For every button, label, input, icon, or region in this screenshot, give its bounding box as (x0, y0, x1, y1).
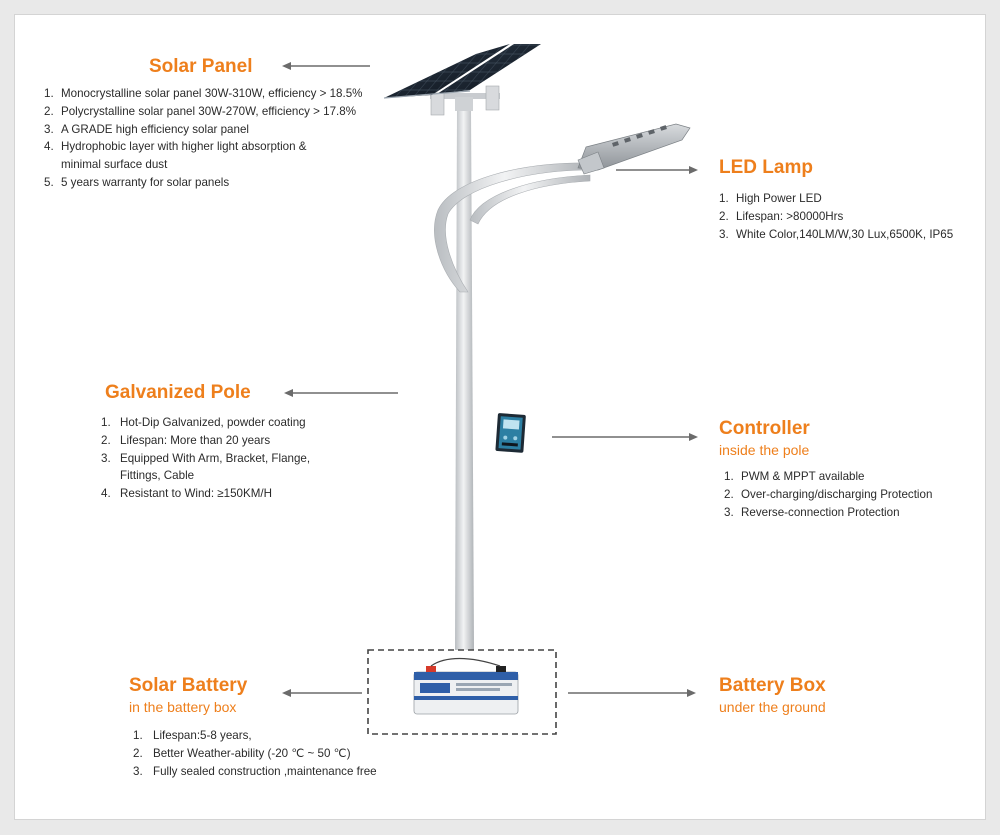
list-item: 3.Equipped With Arm, Bracket, Flange, (101, 451, 311, 465)
list-item: Fittings, Cable (120, 469, 195, 483)
battery-box-subtitle: under the ground (719, 699, 826, 715)
led-lamp-title: LED Lamp (719, 157, 813, 178)
list-item: 2.Better Weather-ability (-20 ℃ ~ 50 ℃) (133, 746, 351, 760)
list-item: 1.Lifespan:5-8 years, (133, 729, 252, 742)
list-item: 3.White Color,140LM/W,30 Lux,6500K, IP65 (719, 227, 954, 241)
list-item: 2.Lifespan: More than 20 years (101, 433, 271, 447)
list-item: 4.Resistant to Wind: ≥150KM/H (101, 487, 272, 501)
solar-panel-icon (383, 44, 541, 99)
galvanized-pole-features: 1.Hot-Dip Galvanized, powder coating 2.L… (101, 414, 310, 503)
list-item: 5.5 years warranty for solar panels (44, 175, 230, 189)
solar-battery-subtitle: in the battery box (129, 699, 237, 715)
solar-battery-features: 1.Lifespan:5-8 years, 2.Better Weather-a… (133, 727, 377, 780)
controller-subtitle: inside the pole (719, 442, 810, 458)
list-item: 4.Hydrophobic layer with higher light ab… (44, 140, 307, 154)
galvanized-pole-title: Galvanized Pole (105, 382, 251, 403)
solar-panel-title: Solar Panel (149, 56, 253, 77)
battery-box-outline (367, 649, 557, 735)
controller-title: Controller (719, 418, 810, 439)
list-item: 3.A GRADE high efficiency solar panel (44, 122, 249, 136)
solar-panel-features: 1.Monocrystalline solar panel 30W-310W, … (44, 85, 363, 192)
list-item: 1.PWM & MPPT available (724, 470, 865, 483)
list-item: 2.Lifespan: >80000Hrs (719, 209, 844, 223)
list-item: 1.Monocrystalline solar panel 30W-310W, … (44, 87, 363, 100)
battery-icon (413, 657, 519, 715)
list-item: 1.Hot-Dip Galvanized, powder coating (101, 416, 306, 429)
solar-battery-title: Solar Battery (129, 675, 248, 696)
arrow-to-led-lamp-label (616, 166, 698, 174)
arrow-to-galvanized-pole-label (284, 389, 398, 397)
arrow-to-battery-box-label (568, 689, 696, 697)
list-item: 1.High Power LED (719, 192, 822, 205)
led-lamp-icon (577, 123, 691, 175)
led-lamp-features: 1.High Power LED 2.Lifespan: >80000Hrs 3… (719, 190, 953, 243)
list-item: 3.Reverse-connection Protection (724, 505, 900, 519)
controller-icon (495, 413, 526, 453)
arrow-to-solar-panel-label (282, 62, 370, 70)
battery-box-title: Battery Box (719, 675, 826, 696)
list-item: 2.Over-charging/discharging Protection (724, 487, 933, 501)
arrows (282, 62, 698, 697)
list-item: 3.Fully sealed construction ,maintenance… (133, 764, 377, 778)
list-item: 2.Polycrystalline solar panel 30W-270W, … (44, 104, 357, 118)
controller-features: 1.PWM & MPPT available 2.Over-charging/d… (724, 468, 932, 521)
street-light-pole-icon (430, 85, 591, 650)
arrow-to-solar-battery-label (282, 689, 362, 697)
arrow-to-controller-label (552, 433, 698, 441)
list-item: minimal surface dust (61, 158, 168, 172)
